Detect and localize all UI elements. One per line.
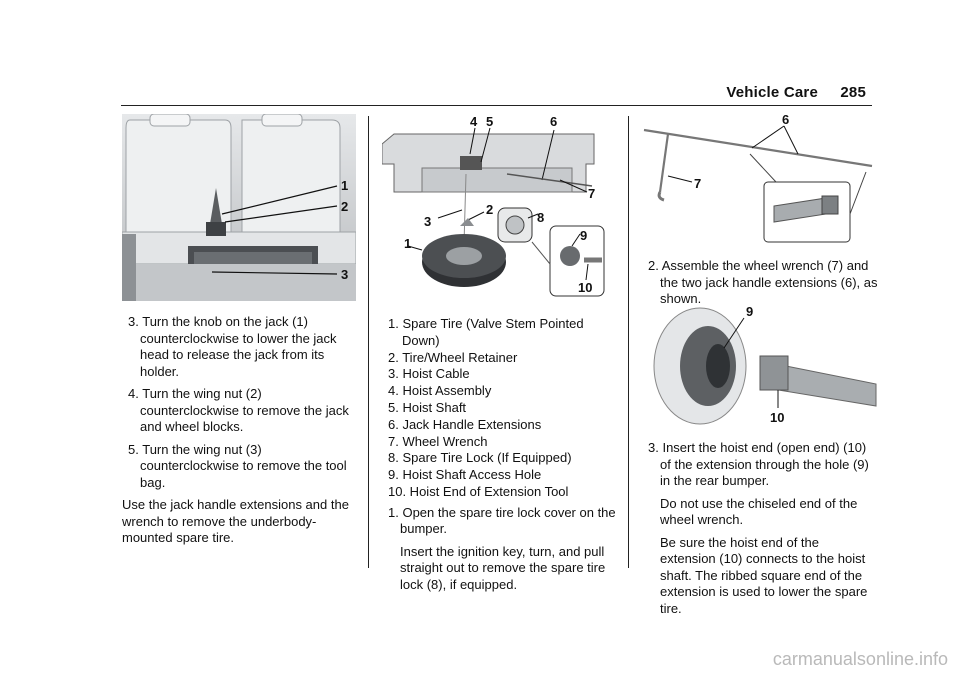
callout-1: 1 bbox=[341, 178, 348, 193]
section-title: Vehicle Care bbox=[726, 84, 818, 101]
callout-10: 10 bbox=[578, 280, 592, 295]
access-hole-figure: 9 10 bbox=[653, 304, 877, 425]
wrench-extension-figure: 6 7 bbox=[643, 114, 873, 243]
page-header: Vehicle Care 285 bbox=[708, 84, 866, 101]
column-3-lower: 3. Insert the hoist end (open end) (10) … bbox=[642, 440, 878, 623]
callout-5: 5 bbox=[486, 114, 493, 129]
legend-item: 9. Hoist Shaft Access Hole bbox=[388, 467, 542, 483]
column-1: 3. Turn the knob on the jack (1) counter… bbox=[122, 314, 354, 553]
column-3: 2. Assemble the wheel wrench (7) and the… bbox=[642, 258, 878, 314]
step-4: 4. Turn the wing nut (2) counterclockwis… bbox=[128, 386, 349, 434]
step-1-detail: Insert the ignition key, turn, and pull … bbox=[400, 543, 606, 592]
column-2: 1. Spare Tire (Valve Stem Pointed Down) … bbox=[382, 316, 618, 599]
callout-3b: 3 bbox=[424, 214, 431, 229]
spare-tire-diagram: 4 5 6 7 3 2 8 1 9 10 bbox=[382, 114, 605, 297]
step-1: 1. Open the spare tire lock cover on the… bbox=[388, 504, 616, 537]
page-number: 285 bbox=[840, 84, 866, 101]
callout-2: 2 bbox=[341, 199, 348, 214]
seat-jack-figure: 1 2 3 bbox=[122, 114, 356, 301]
step-3-note: Be sure the hoist end of the extension (… bbox=[660, 534, 868, 616]
callout-7c: 7 bbox=[694, 176, 701, 191]
callout-6c: 6 bbox=[782, 114, 789, 127]
legend-item: 8. Spare Tire Lock (If Equipped) bbox=[388, 450, 572, 466]
step-3b: 3. Insert the hoist end (open end) (10) … bbox=[648, 440, 869, 488]
step-2: 2. Assemble the wheel wrench (7) and the… bbox=[648, 258, 878, 306]
callout-2b: 2 bbox=[486, 202, 493, 217]
callout-3: 3 bbox=[341, 267, 348, 282]
callout-9: 9 bbox=[580, 228, 587, 243]
legend-item: 6. Jack Handle Extensions bbox=[388, 416, 542, 432]
legend-item: 4. Hoist Assembly bbox=[388, 383, 492, 399]
step-3-warning: Do not use the chiseled end of the wheel… bbox=[660, 495, 858, 528]
column-divider-1 bbox=[368, 116, 369, 568]
header-rule bbox=[121, 105, 872, 106]
callout-6: 6 bbox=[550, 114, 557, 129]
legend-item: 7. Wheel Wrench bbox=[388, 433, 488, 449]
legend-item: 10. Hoist End of Extension Tool bbox=[388, 483, 569, 499]
watermark: carmanualsonline.info bbox=[772, 649, 948, 669]
callout-1b: 1 bbox=[404, 236, 411, 251]
callout-10d: 10 bbox=[770, 410, 784, 425]
legend-item: 1. Spare Tire (Valve Stem Pointed Down) bbox=[388, 316, 584, 348]
legend-item: 2. Tire/Wheel Retainer bbox=[388, 349, 518, 365]
column-divider-2 bbox=[628, 116, 629, 568]
legend-item: 3. Hoist Cable bbox=[388, 366, 470, 382]
intro-paragraph: Use the jack handle extensions and the w… bbox=[122, 497, 349, 545]
callout-9d: 9 bbox=[746, 304, 753, 319]
step-3: 3. Turn the knob on the jack (1) counter… bbox=[128, 314, 337, 379]
callout-7: 7 bbox=[588, 186, 595, 201]
legend-item: 5. Hoist Shaft bbox=[388, 399, 467, 415]
callout-4: 4 bbox=[470, 114, 478, 129]
figure-legend: 1. Spare Tire (Valve Stem Pointed Down) … bbox=[382, 316, 618, 501]
step-5: 5. Turn the wing nut (3) counterclockwis… bbox=[128, 441, 347, 490]
callout-8: 8 bbox=[537, 210, 544, 225]
